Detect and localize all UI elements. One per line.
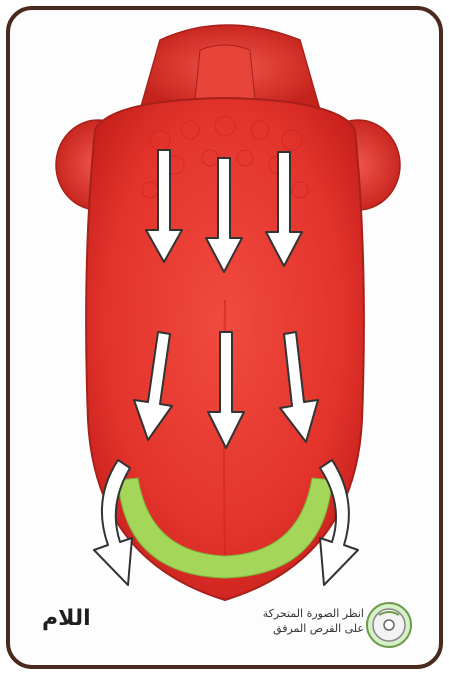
letter-name-label: اللام — [42, 606, 122, 631]
cd-note-line1: انظر الصورة المتحركة — [240, 606, 364, 621]
uvula — [195, 45, 255, 105]
cd-disc-icon — [367, 603, 411, 647]
cd-note: انظر الصورة المتحركة على القرص المرفق — [240, 606, 364, 636]
cd-note-line2: على القرص المرفق — [240, 621, 364, 636]
